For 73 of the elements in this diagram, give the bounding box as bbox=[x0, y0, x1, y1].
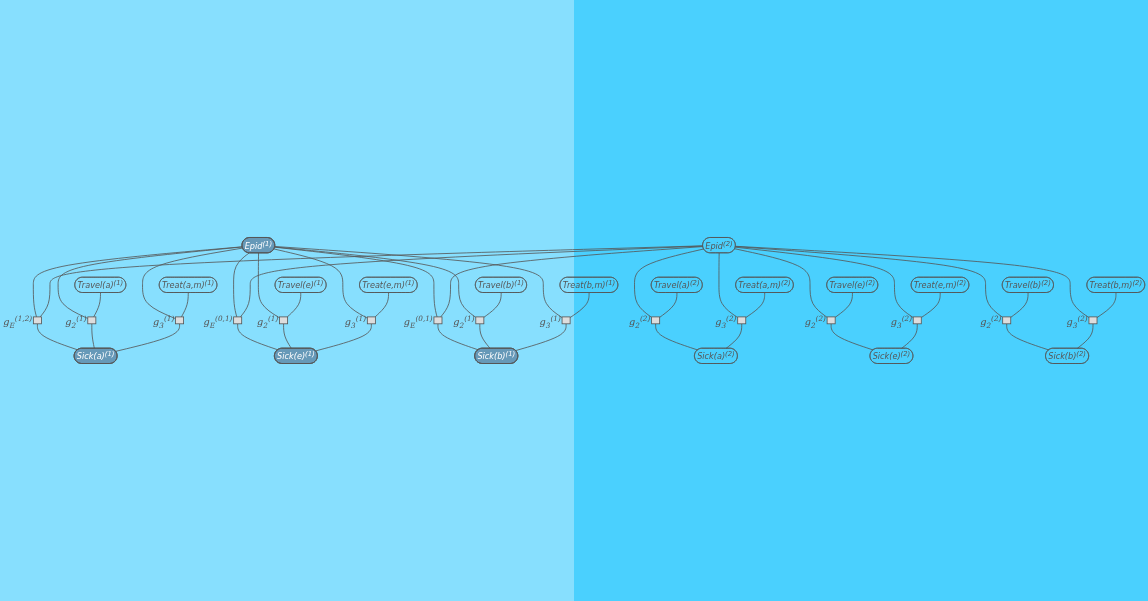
node-box bbox=[32, 316, 42, 325]
connector bbox=[440, 246, 704, 318]
node-text: Sick(e)$^{(2)}$ bbox=[872, 350, 911, 362]
node-text: Treat(a,m)$^{(1)}$ bbox=[161, 279, 215, 291]
node-text: Treat(b,m)$^{(2)}$ bbox=[1089, 279, 1143, 291]
connector bbox=[734, 248, 828, 318]
connector bbox=[374, 292, 389, 318]
connector bbox=[437, 323, 479, 351]
node-box bbox=[175, 316, 184, 325]
node-box bbox=[826, 316, 836, 325]
connector bbox=[634, 248, 705, 318]
node-text: Sick(a)$^{(2)}$ bbox=[697, 350, 735, 362]
node-box bbox=[1002, 316, 1012, 325]
connector bbox=[830, 323, 874, 351]
connector bbox=[655, 323, 699, 351]
connector bbox=[483, 292, 502, 318]
connector bbox=[745, 292, 766, 318]
connector bbox=[479, 323, 491, 349]
connector bbox=[181, 292, 189, 318]
connector bbox=[91, 323, 95, 349]
node-box bbox=[561, 316, 571, 325]
connector bbox=[735, 246, 1004, 318]
connector bbox=[257, 252, 280, 319]
connector bbox=[515, 323, 567, 351]
node-text: Epid$^{(2)}$ bbox=[705, 239, 733, 251]
node-box bbox=[433, 316, 443, 325]
node-box bbox=[737, 316, 747, 325]
connector bbox=[901, 323, 918, 349]
connector bbox=[315, 323, 372, 352]
connector bbox=[237, 323, 279, 351]
node-box bbox=[912, 316, 922, 325]
connector bbox=[274, 246, 477, 318]
node-text: Travel(a)$^{(1)}$ bbox=[77, 279, 124, 291]
node-box bbox=[87, 316, 97, 325]
connector bbox=[233, 252, 250, 318]
node-box bbox=[651, 316, 661, 325]
connector bbox=[283, 323, 292, 349]
connector bbox=[142, 247, 244, 320]
connector bbox=[39, 245, 704, 318]
connector bbox=[920, 292, 941, 318]
node-text: Treat(e,m)$^{(1)}$ bbox=[362, 279, 415, 291]
connector bbox=[1096, 292, 1117, 318]
node-box bbox=[1088, 316, 1098, 325]
node-box bbox=[475, 316, 485, 325]
node-box bbox=[233, 316, 243, 325]
connector bbox=[834, 292, 853, 318]
connector bbox=[1010, 292, 1029, 318]
connector bbox=[274, 246, 438, 318]
node-text: Treat(e,m)$^{(2)}$ bbox=[913, 279, 967, 291]
connector bbox=[1006, 323, 1050, 351]
node-text: Sick(b)$^{(2)}$ bbox=[1048, 350, 1086, 362]
node-text: Travel(e)$^{(1)}$ bbox=[277, 279, 324, 291]
connector bbox=[286, 292, 302, 318]
connector bbox=[734, 246, 914, 318]
node-text: Travel(e)$^{(2)}$ bbox=[829, 279, 876, 291]
node-text: Travel(a)$^{(2)}$ bbox=[653, 279, 700, 291]
connector bbox=[37, 323, 78, 351]
node-text: Travel(b)$^{(1)}$ bbox=[478, 279, 524, 291]
connector bbox=[1076, 323, 1094, 349]
connector bbox=[725, 323, 743, 349]
node-box bbox=[279, 316, 289, 325]
connector bbox=[273, 248, 368, 319]
connector bbox=[735, 245, 1090, 318]
connector bbox=[659, 292, 678, 318]
connector bbox=[718, 252, 739, 318]
node-text: Treat(a,m)$^{(2)}$ bbox=[738, 279, 791, 291]
node-text: Treat(b,m)$^{(1)}$ bbox=[562, 279, 616, 291]
node-text: Travel(b)$^{(2)}$ bbox=[1004, 279, 1051, 291]
connector bbox=[93, 292, 101, 318]
node-box bbox=[366, 316, 376, 325]
connector bbox=[569, 292, 590, 318]
connector bbox=[115, 323, 180, 352]
connector bbox=[240, 245, 704, 318]
